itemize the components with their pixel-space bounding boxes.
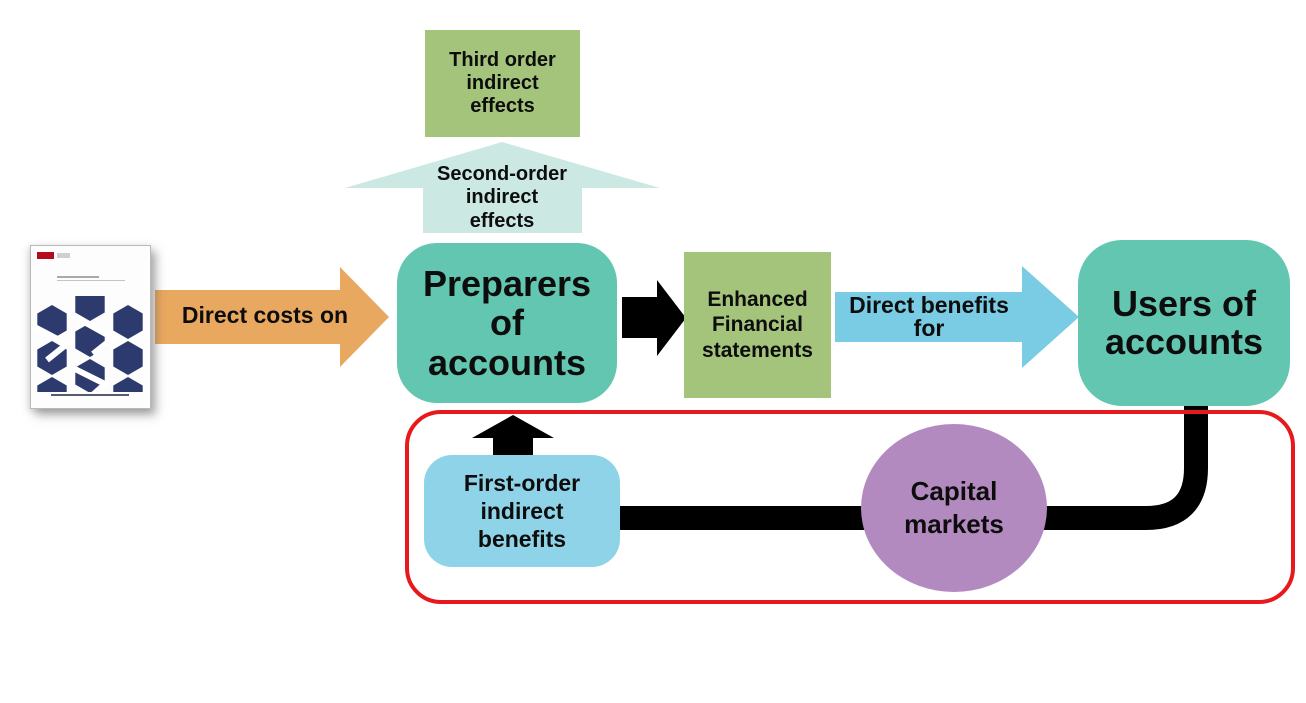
node-label-line: Financial xyxy=(711,313,804,337)
direct-benefits-arrow xyxy=(835,266,1079,368)
cover-title-rule xyxy=(57,280,125,281)
feedback-loop-line xyxy=(620,404,1208,530)
node-label-line: effects xyxy=(470,95,535,117)
arrow-label-line: Second-order xyxy=(436,163,568,185)
publisher-logo-text xyxy=(57,253,70,258)
node-users-of-accounts: Users of accounts xyxy=(1078,240,1290,406)
node-label-line: Preparers xyxy=(422,262,592,304)
node-label-line: accounts xyxy=(427,341,587,383)
node-label-line: indirect xyxy=(480,497,564,524)
arrow-label-line: indirect xyxy=(465,186,539,209)
node-label-line: accounts xyxy=(1104,321,1264,362)
direct-costs-label: Direct costs on xyxy=(181,302,349,328)
second-order-arrow-label: Second-order indirect effects xyxy=(392,163,612,233)
cover-hexagon-art xyxy=(33,296,143,392)
node-label-line: statements xyxy=(702,338,813,362)
node-label-line: First-order xyxy=(463,469,581,496)
arrow-label-line: Direct benefits xyxy=(849,292,1009,318)
node-label-line: Capital xyxy=(910,475,998,506)
cover-footer-text xyxy=(51,394,129,396)
preparers-to-enhanced-arrow xyxy=(622,280,686,356)
direct-costs-arrow xyxy=(155,267,389,367)
node-first-order-indirect-benefits: First-order indirect benefits xyxy=(424,455,620,567)
feedback-region-outline xyxy=(405,410,1295,604)
node-capital-markets: Capital markets xyxy=(861,424,1047,592)
direct-benefits-label: Direct benefits for xyxy=(833,292,1025,342)
node-label-line: of xyxy=(490,302,524,344)
node-enhanced-financial-statements: Enhanced Financial statements xyxy=(684,252,831,398)
node-label-line: Third order xyxy=(449,49,556,71)
arrow-label-line: for xyxy=(913,315,945,342)
node-third-order-indirect-effects: Third order indirect effects xyxy=(425,30,580,137)
node-preparers-of-accounts: Preparers of accounts xyxy=(397,243,617,403)
first-order-up-arrow xyxy=(472,415,554,456)
node-label-line: markets xyxy=(904,509,1004,539)
report-cover-thumbnail xyxy=(30,245,151,409)
arrow-label-line: effects xyxy=(469,209,535,232)
publisher-logo xyxy=(37,252,54,259)
node-label-line: indirect xyxy=(466,72,539,94)
node-label-line: Users of xyxy=(1111,283,1257,325)
node-label-line: Enhanced xyxy=(707,288,808,312)
node-label-line: benefits xyxy=(477,526,567,553)
second-order-up-arrow xyxy=(345,142,660,233)
cover-title-text xyxy=(57,276,99,278)
